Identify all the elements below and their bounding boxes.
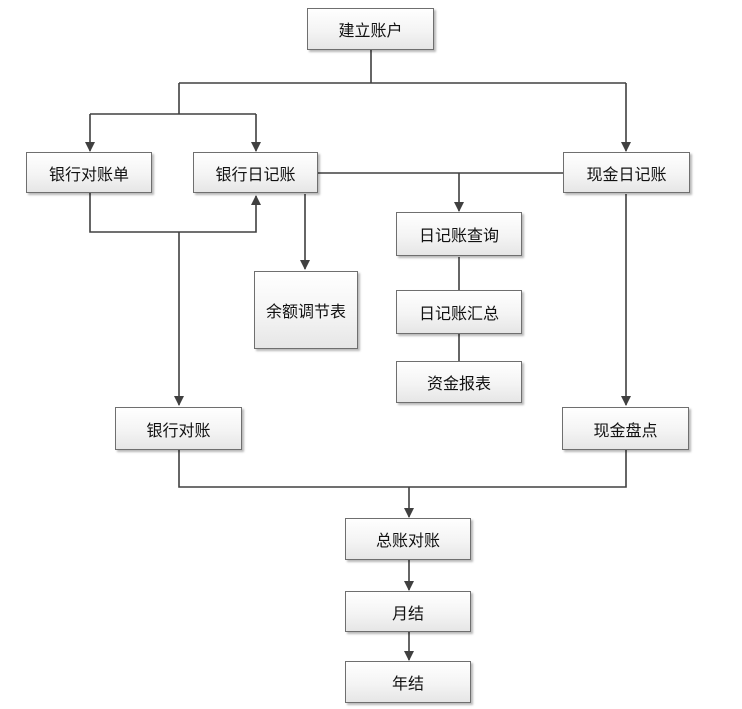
node-bank-statement: 银行对账单 [26,152,152,193]
node-establish-account: 建立账户 [307,8,434,50]
node-bank-journal: 银行日记账 [193,152,318,193]
node-fund-report: 资金报表 [396,361,522,403]
node-bank-reconciliation: 银行对账 [115,407,242,450]
node-ledger-reconciliation: 总账对账 [345,518,471,560]
node-balance-reconciliation: 余额调节表 [254,271,358,349]
node-year-end: 年结 [345,661,471,703]
node-journal-query: 日记账查询 [396,212,522,256]
connector-bottom-merge [178,450,627,488]
node-month-end: 月结 [345,591,471,632]
connector-statement-loop [89,192,261,233]
node-cash-count: 现金盘点 [562,407,689,450]
node-journal-summary: 日记账汇总 [396,290,522,334]
node-cash-journal: 现金日记账 [563,152,690,193]
